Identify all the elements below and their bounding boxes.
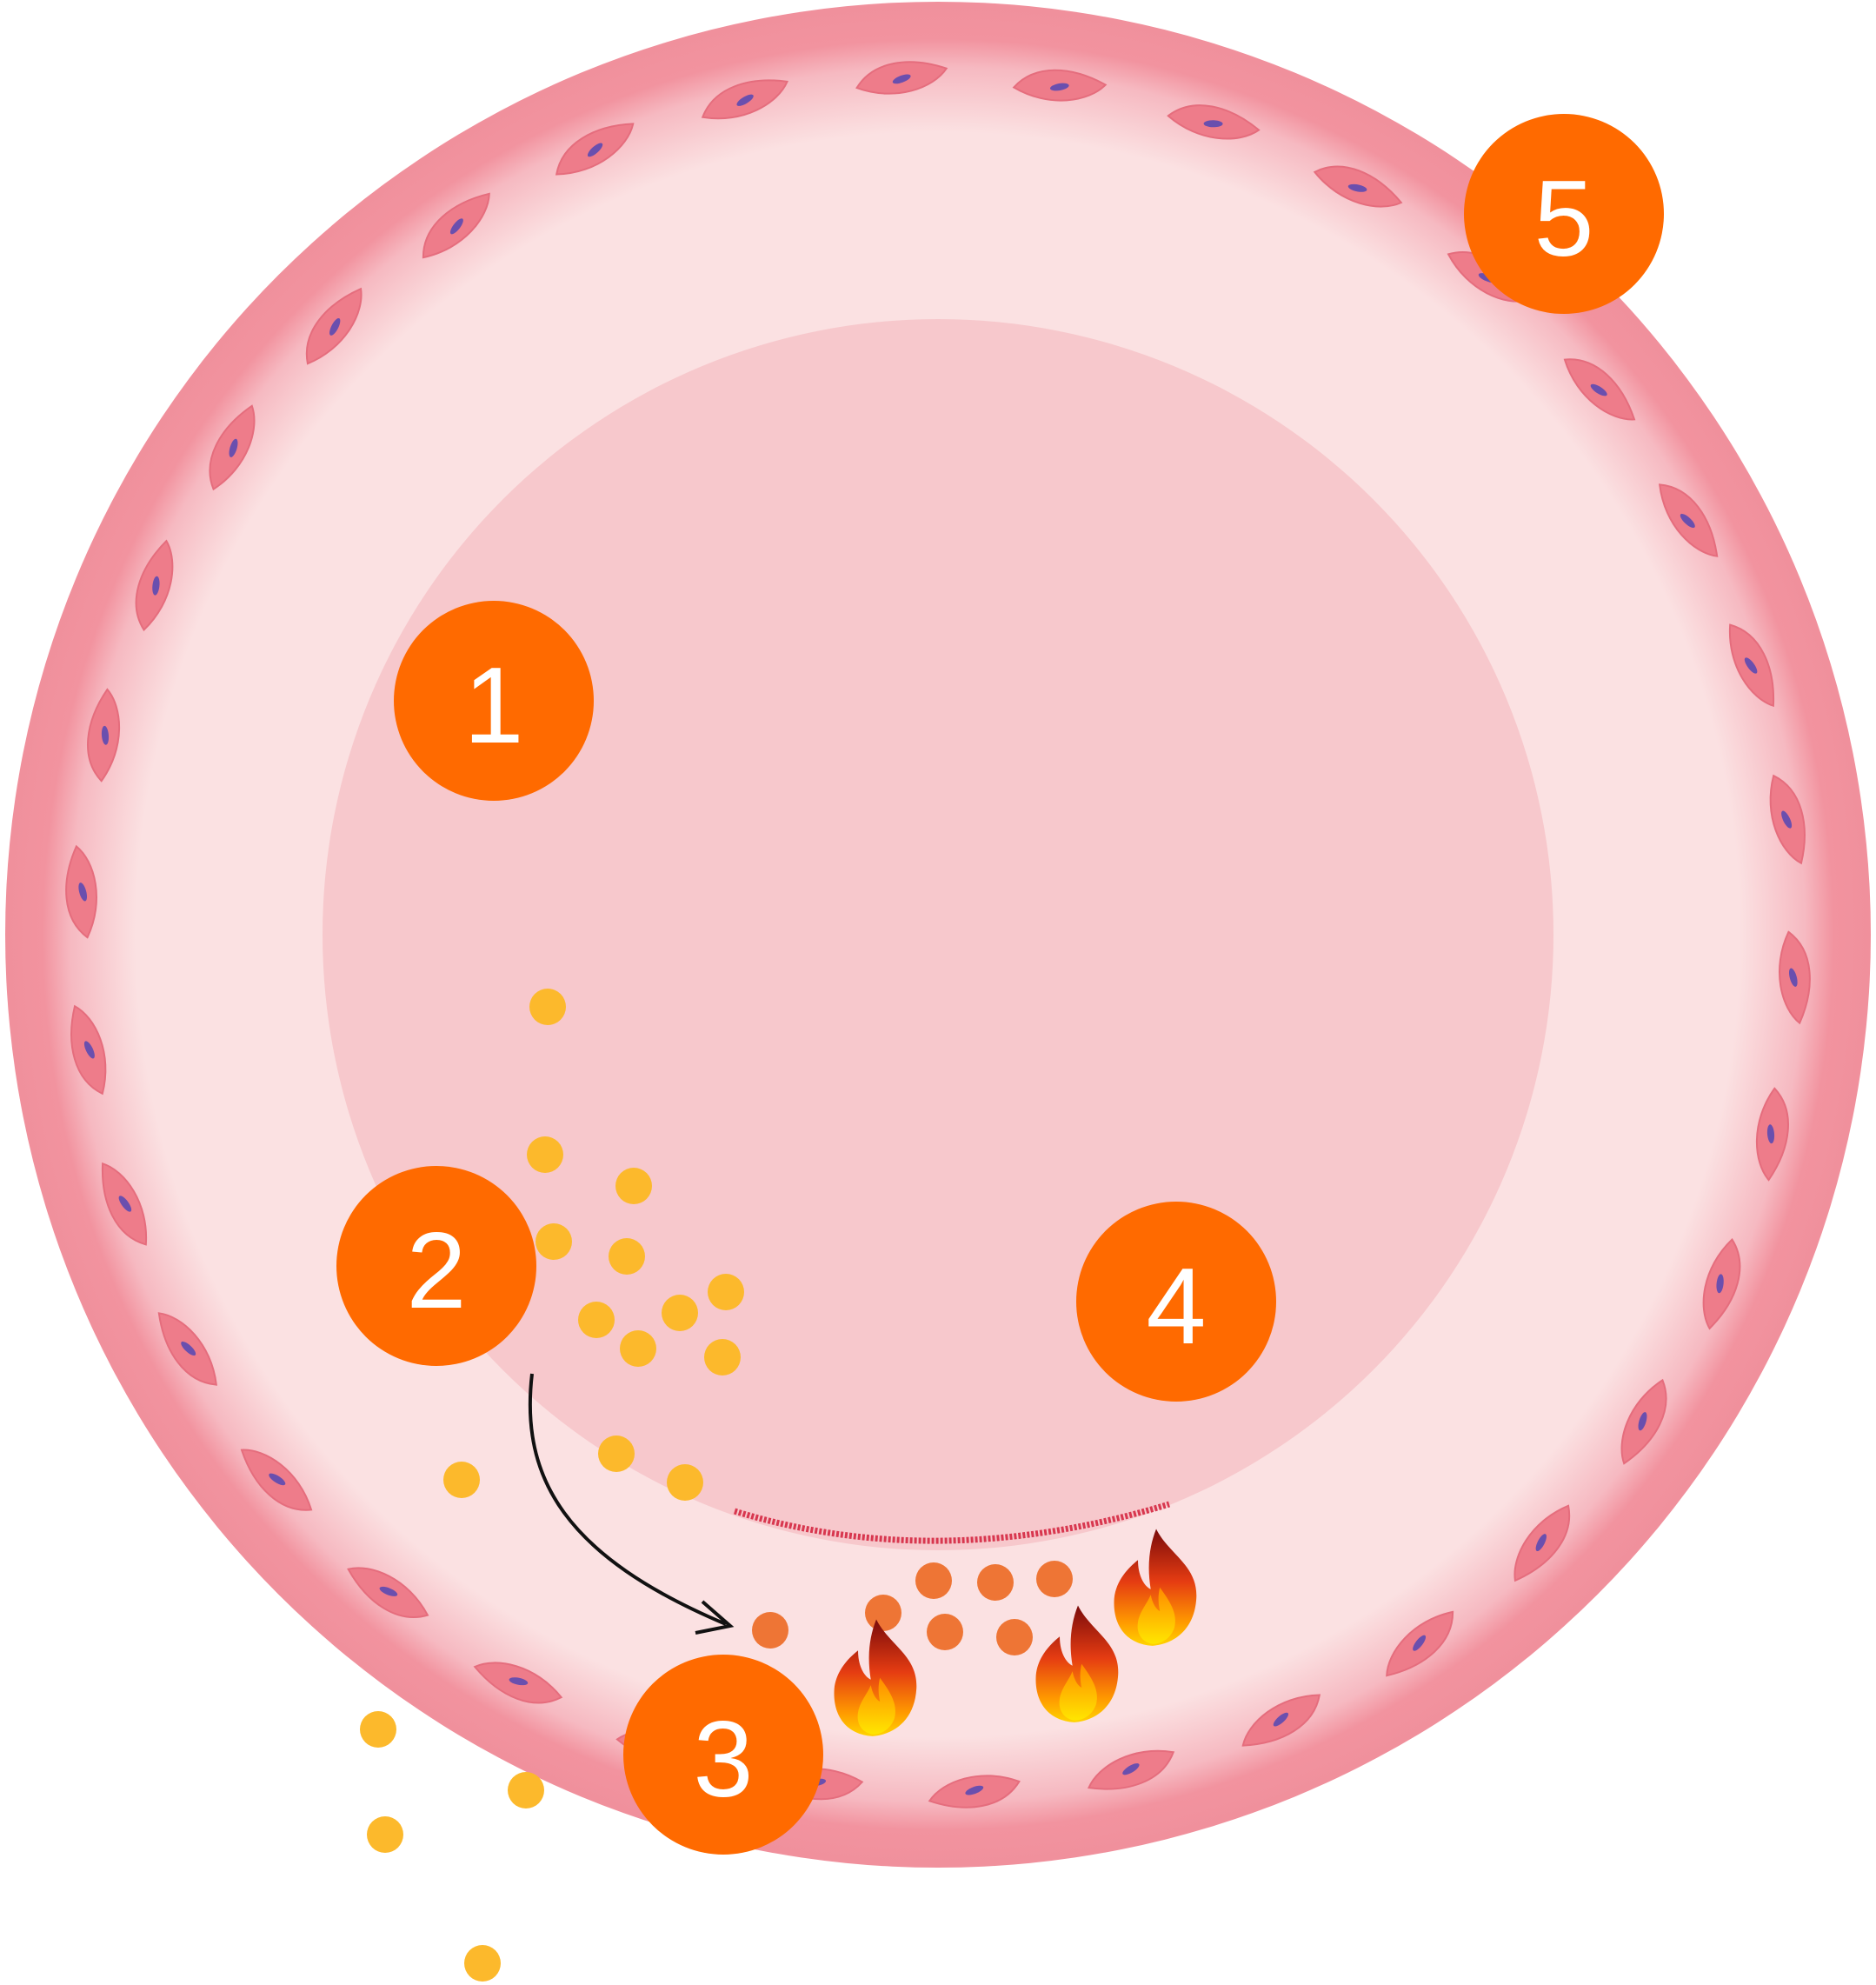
- yellow-particle: [529, 989, 566, 1025]
- endothelial-cell-icon: [1088, 1749, 1175, 1790]
- orange-particle: [752, 1612, 788, 1649]
- badge-4: 4: [1076, 1202, 1276, 1402]
- endothelial-cell-icon: [157, 1312, 217, 1386]
- badge-3-label: 3: [694, 1700, 754, 1820]
- endothelial-cell-icon: [65, 844, 98, 939]
- badge-5-label: 5: [1534, 159, 1594, 279]
- endothelial-cell-icon: [347, 1567, 429, 1618]
- yellow-particle: [620, 1330, 656, 1367]
- endothelial-cell-icon: [240, 1449, 313, 1511]
- endothelial-cell-icon: [701, 79, 788, 120]
- endothelial-cell-icon: [1513, 1504, 1571, 1582]
- yellow-particle: [527, 1136, 563, 1173]
- endothelial-cell-icon: [1313, 165, 1403, 208]
- badge-1-label: 1: [464, 646, 524, 766]
- damaged-lumen-edge: [733, 1501, 1171, 1544]
- endothelial-cell-icon: [855, 61, 948, 95]
- endothelial-cell-icon: [422, 192, 490, 259]
- orange-particle: [996, 1619, 1033, 1655]
- yellow-particle: [598, 1435, 635, 1472]
- yellow-particle: [615, 1168, 652, 1204]
- yellow-particle: [662, 1295, 698, 1331]
- yellow-particle: [609, 1238, 645, 1275]
- endothelial-cell-icon: [1769, 774, 1806, 865]
- yellow-particle: [536, 1223, 572, 1260]
- badge-4-label: 4: [1147, 1247, 1207, 1367]
- yellow-particle: [578, 1302, 615, 1338]
- badge-5: 5: [1464, 114, 1664, 314]
- yellow-particle: [508, 1772, 544, 1808]
- orange-particle: [977, 1564, 1014, 1601]
- yellow-particle: [704, 1339, 741, 1376]
- badge-2-label: 2: [407, 1211, 467, 1331]
- endothelial-cell-icon: [1012, 69, 1108, 102]
- yellow-particle-group: [360, 989, 744, 1982]
- endothelial-cell-icon: [305, 287, 363, 365]
- orange-particle-group: [752, 1561, 1073, 1655]
- yellow-particle: [708, 1274, 744, 1310]
- endothelial-cell-icon: [1702, 1237, 1741, 1330]
- endothelial-cell-icon: [928, 1775, 1021, 1808]
- vessel-lumen: [323, 319, 1553, 1550]
- orange-particle: [927, 1614, 963, 1650]
- endothelial-cell-icon: [1241, 1694, 1321, 1747]
- orange-particle: [865, 1595, 901, 1631]
- endothelial-cell-icon: [1778, 930, 1811, 1025]
- endothelial-cell-icon: [87, 688, 121, 783]
- yellow-particle: [667, 1464, 703, 1501]
- endothelial-cell-icon: [473, 1662, 563, 1704]
- orange-particle: [1036, 1561, 1073, 1597]
- endothelial-cell-icon: [555, 123, 635, 176]
- yellow-particle: [464, 1945, 501, 1982]
- endothelial-cell-icon: [1729, 623, 1775, 708]
- yellow-particle: [367, 1816, 403, 1853]
- endothelial-cell-icon: [101, 1162, 147, 1246]
- endothelial-cell-icon: [1167, 104, 1261, 140]
- badge-2: 2: [336, 1166, 536, 1366]
- arrow-icon: [528, 1373, 735, 1635]
- yellow-particle: [360, 1711, 396, 1748]
- endothelial-cell-icon: [1659, 483, 1719, 557]
- endothelial-cell-icon: [1620, 1378, 1667, 1465]
- badge-1: 1: [394, 601, 594, 801]
- endothelial-cell-icon: [1386, 1610, 1454, 1677]
- endothelial-cell-icon: [209, 404, 256, 491]
- endothelial-cell-icon: [135, 539, 174, 632]
- endothelial-cell-icon: [1755, 1087, 1789, 1182]
- endothelial-cell-ring: [65, 61, 1811, 1808]
- yellow-particle: [443, 1462, 480, 1498]
- endothelial-cell-icon: [70, 1004, 107, 1096]
- badge-3: 3: [623, 1655, 823, 1855]
- orange-particle: [915, 1562, 952, 1599]
- endothelial-cell-icon: [1563, 358, 1636, 421]
